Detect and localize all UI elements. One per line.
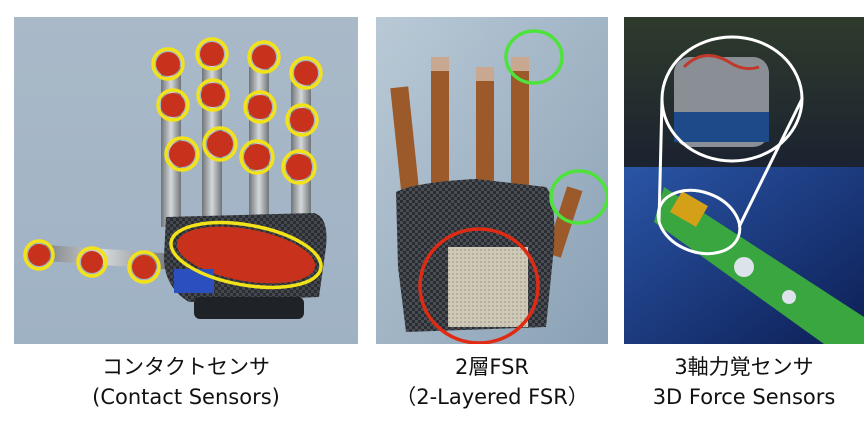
force-sensor-marker bbox=[504, 29, 564, 85]
contact-sensors-caption: コンタクトセンサ (Contact Sensors) bbox=[14, 352, 358, 412]
force-sensors-caption: 3軸力覚センサ 3D Force Sensors bbox=[624, 352, 864, 412]
force-sensor-photo bbox=[624, 17, 864, 344]
fsr-marker bbox=[418, 227, 540, 344]
caption-jp: 2層FSR bbox=[455, 355, 529, 379]
caption-jp: 3軸力覚センサ bbox=[674, 355, 814, 379]
fsr-caption: 2層FSR （2-Layered FSR） bbox=[360, 352, 624, 412]
caption-en: 3D Force Sensors bbox=[652, 385, 836, 409]
force-sensor-marker bbox=[549, 169, 608, 225]
contact-sensor-photo bbox=[14, 17, 358, 344]
caption-jp: コンタクトセンサ bbox=[102, 355, 270, 379]
caption-en: （2-Layered FSR） bbox=[395, 385, 589, 409]
zoom-outline bbox=[656, 35, 804, 256]
caption-en: (Contact Sensors) bbox=[92, 385, 280, 409]
fsr-sensor-photo bbox=[376, 17, 608, 344]
fsr-pad bbox=[448, 247, 528, 327]
contact-sensor-markers bbox=[23, 37, 323, 290]
